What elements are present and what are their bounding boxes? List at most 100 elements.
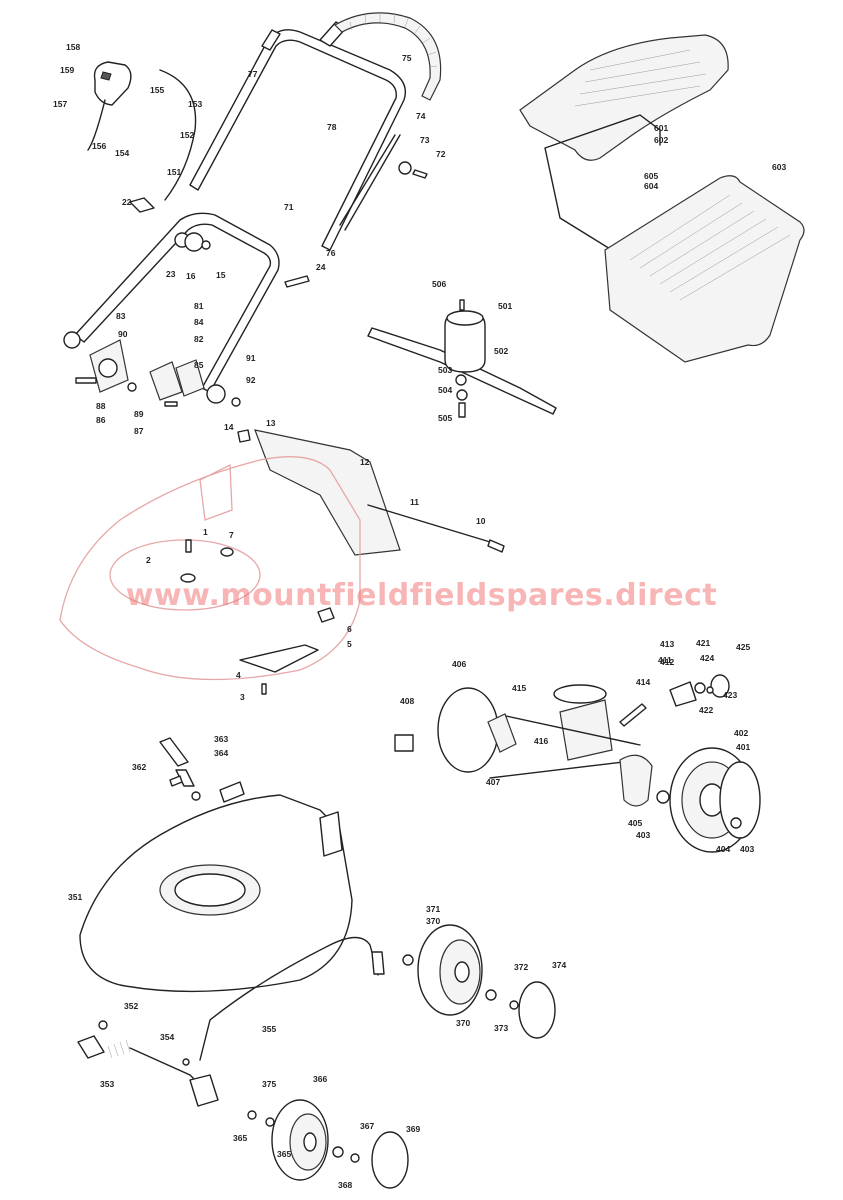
control-cable [339,134,428,231]
callout-label: 364 [214,748,228,758]
callout-label: 403 [636,830,650,840]
callout-label: 354 [160,1032,174,1042]
callout-label: 422 [699,705,713,715]
callout-label: 413 [660,639,674,649]
callout-label: 155 [150,85,164,95]
callout-label: 415 [512,683,526,693]
callout-label: 86 [96,415,106,425]
callout-labels: 1581591571551531521561541517775787473727… [53,42,786,1190]
callout-label: 506 [432,279,446,289]
callout-label: 90 [118,329,128,339]
callout-label: 365 [233,1133,247,1143]
handle-bracket-left [63,331,129,393]
callout-label: 355 [262,1024,276,1034]
callout-label: 76 [326,248,336,258]
callout-label: 152 [180,130,194,140]
callout-label: 602 [654,135,668,145]
callout-label: 83 [116,311,126,321]
callout-label: 3 [240,692,245,702]
callout-label: 1 [203,527,208,537]
callout-label: 157 [53,99,67,109]
callout-label: 7 [229,530,234,540]
handle-grip [334,12,442,101]
callout-label: 362 [132,762,146,772]
callout-label: 404 [716,844,730,854]
callout-label: 15 [216,270,226,280]
callout-label: 73 [420,135,430,145]
callout-label: 156 [92,141,106,151]
callout-label: 92 [246,375,256,385]
callout-label: 375 [262,1079,276,1089]
callout-label: 401 [736,742,750,752]
callout-label: 370 [426,916,440,926]
mower-deck [79,781,353,993]
handle-bracket-right [127,359,241,407]
callout-label: 23 [166,269,176,279]
grass-bag-body [604,175,805,363]
front-axle-rod [199,936,385,1061]
callout-label: 78 [327,122,337,132]
front-wheel-lower [247,1099,409,1189]
callout-label: 77 [248,69,258,79]
callout-label: 605 [644,171,658,181]
blade [367,299,557,418]
front-axle-spring [77,1020,219,1107]
handle-knob-assembly [129,197,310,288]
callout-label: 408 [400,696,414,706]
grass-bag-top [519,34,729,161]
callout-label: 366 [313,1074,327,1084]
rear-wheel-gear [656,747,761,853]
axle-assembly [489,754,653,807]
callout-label: 412 [660,657,674,667]
callout-label: 10 [476,516,486,526]
callout-label: 88 [96,401,106,411]
callout-label: 84 [194,317,204,327]
callout-label: 411 [658,655,672,665]
callout-label: 407 [486,777,500,787]
callout-label: 403 [740,844,754,854]
callout-label: 374 [552,960,566,970]
callout-label: 4 [236,670,241,680]
callout-label: 421 [696,638,710,648]
callout-label: 71 [284,202,294,212]
deck-outline-ghost [59,456,361,681]
callout-label: 89 [134,409,144,419]
deck-bracket-front [180,539,335,695]
callout-label: 82 [194,334,204,344]
callout-label: 414 [636,677,650,687]
callout-label: 87 [134,426,144,436]
throttle-cable [159,69,197,201]
callout-label: 74 [416,111,426,121]
callout-label: 6 [347,624,352,634]
callout-label: 373 [494,1023,508,1033]
callout-label: 501 [498,301,512,311]
callout-label: 504 [438,385,452,395]
callout-label: 91 [246,353,256,363]
callout-label: 153 [188,99,202,109]
callout-label: 370 [456,1018,470,1028]
callout-label: 11 [410,497,419,507]
callout-label: 368 [338,1180,352,1190]
callout-label: 372 [514,962,528,972]
callout-label: 365 [277,1149,291,1159]
callout-label: 423 [723,690,737,700]
throttle-lever [87,61,132,151]
callout-label: 406 [452,659,466,669]
callout-label: 81 [194,301,204,311]
callout-label: 502 [494,346,508,356]
callout-label: 601 [654,123,668,133]
callout-label: 369 [406,1124,420,1134]
callout-label: 604 [644,181,658,191]
callout-label: 371 [426,904,440,914]
callout-label: 402 [734,728,748,738]
callout-label: 75 [402,53,412,63]
upper-handle [189,21,407,251]
callout-label: 16 [186,271,196,281]
drive-pulley-gearbox [505,684,647,761]
callout-label: 14 [224,422,234,432]
callout-label: 405 [628,818,642,828]
callout-label: 13 [266,418,276,428]
callout-label: 353 [100,1079,114,1089]
callout-label: 2 [146,555,151,565]
